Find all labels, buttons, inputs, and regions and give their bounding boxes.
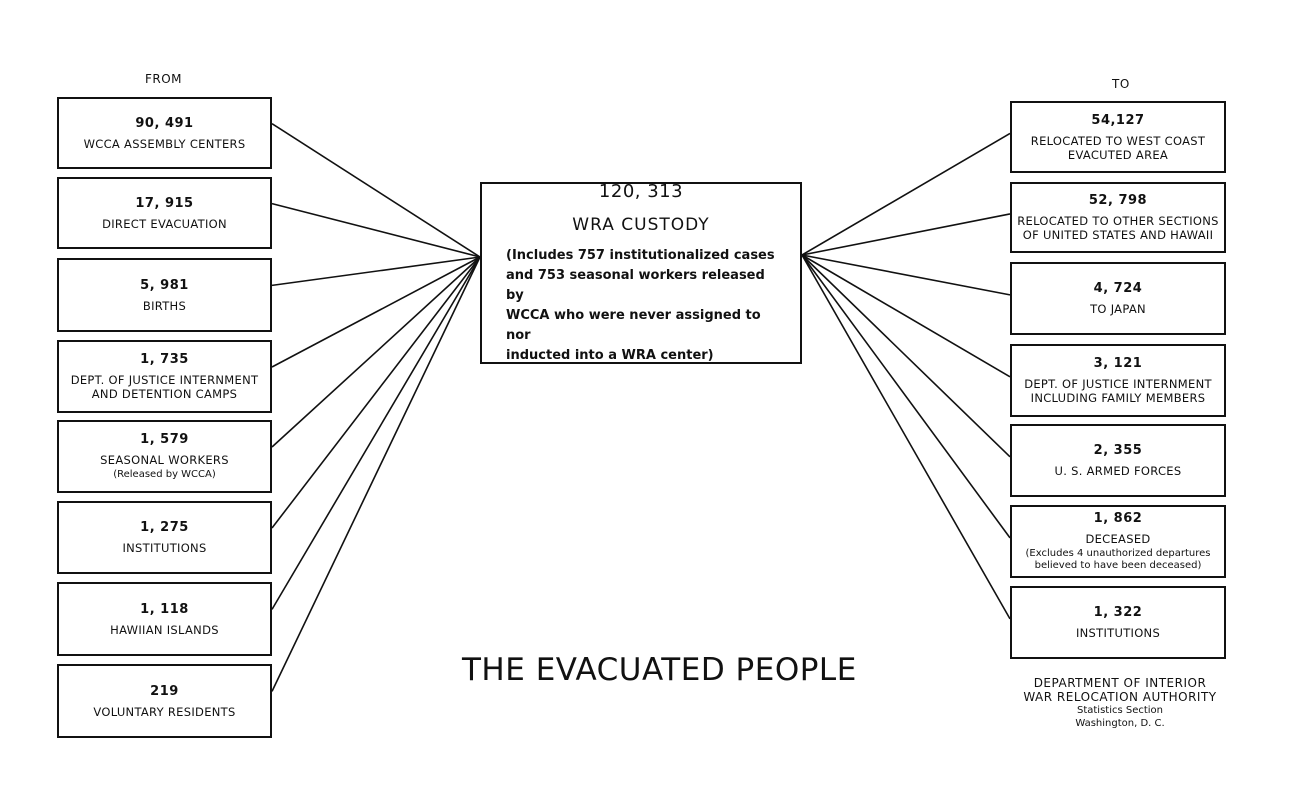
credit-authority: WAR RELOCATION AUTHORITY [1023,690,1217,704]
destination-label: TO JAPAN [1090,302,1146,316]
destination-number: 52, 798 [1088,193,1148,208]
source-connector-line [271,202,481,258]
credit-section: Statistics Section [1076,705,1164,716]
destination-connector-line [801,213,1011,256]
source-number: 1, 118 [140,601,189,617]
destination-number: 2, 355 [1093,443,1143,458]
destination-number: 3, 121 [1093,356,1143,371]
destination-label: U. S. ARMED FORCES [1054,464,1182,478]
destination-label: DEPT. OF JUSTICE INTERNMENT INCLUDING FA… [1024,377,1212,405]
destination-connector-line [801,254,1011,378]
source-note: (Released by WCCA) [113,469,216,480]
source-connector-line [271,256,481,529]
source-connector-line [271,122,481,258]
source-number: 5, 981 [140,277,189,293]
destination-note: (Excludes 4 unauthorized departures beli… [1025,548,1211,571]
source-number: 1, 579 [140,432,189,447]
source-label: WCCA ASSEMBLY CENTERS [83,136,246,151]
source-number: 1, 275 [140,520,189,535]
source-connector-line [271,256,481,287]
to-header: TO [1112,77,1130,91]
source-label: VOLUNTARY RESIDENTS [93,704,236,719]
source-connector-line [271,256,481,692]
credit-department: DEPARTMENT OF INTERIOR [1033,676,1207,690]
credit-location: Washington, D. C. [1075,718,1165,729]
destination-connector-line [801,254,1011,296]
source-number: 1, 735 [140,352,189,367]
source-connector-line [271,256,481,448]
source-connector-line [271,256,481,368]
diagram-title: THE EVACUATED PEOPLE [462,652,857,688]
destination-number: 1, 862 [1093,511,1143,526]
center-note: (Includes 757 institutionalized cases an… [506,247,775,363]
destination-number: 4, 724 [1093,281,1143,296]
source-number: 90, 491 [135,115,194,131]
destination-label: DECEASED [1085,532,1151,546]
destination-label: RELOCATED TO OTHER SECTIONS OF UNITED ST… [1017,214,1219,242]
source-label: SEASONAL WORKERS [100,453,229,467]
source-label: HAWIIAN ISLANDS [110,622,219,637]
source-connector-line [271,256,481,610]
center-label: WRA CUSTODY [572,214,710,235]
destination-number: 1, 322 [1093,605,1143,620]
destination-label: INSTITUTIONS [1075,626,1161,640]
source-number: 17, 915 [135,195,194,211]
credit-block: DEPARTMENT OF INTERIOR WAR RELOCATION AU… [1000,676,1240,730]
destination-connector-line [801,254,1011,539]
center-number: 120, 313 [598,180,684,202]
source-label: BIRTHS [142,298,187,313]
source-label: DIRECT EVACUATION [102,216,227,231]
source-label: INSTITUTIONS [122,541,207,555]
destination-connector-line [801,132,1011,256]
from-header: FROM [145,72,183,86]
wra-custody-box: 120, 313 WRA CUSTODY (Includes 757 insti… [480,180,802,364]
destination-connector-line [801,254,1011,458]
source-label: DEPT. OF JUSTICE INTERNMENT AND DETENTIO… [70,373,259,401]
source-number: 219 [150,683,179,699]
destination-box: 2, 355 U. S. ARMED FORCES [1010,424,1226,497]
destination-label: RELOCATED TO WEST COAST EVACUTED AREA [1030,133,1206,162]
destination-connector-line [801,254,1011,620]
destination-number: 54,127 [1091,112,1145,128]
destination-box: 4, 724 TO JAPAN [1010,262,1226,335]
